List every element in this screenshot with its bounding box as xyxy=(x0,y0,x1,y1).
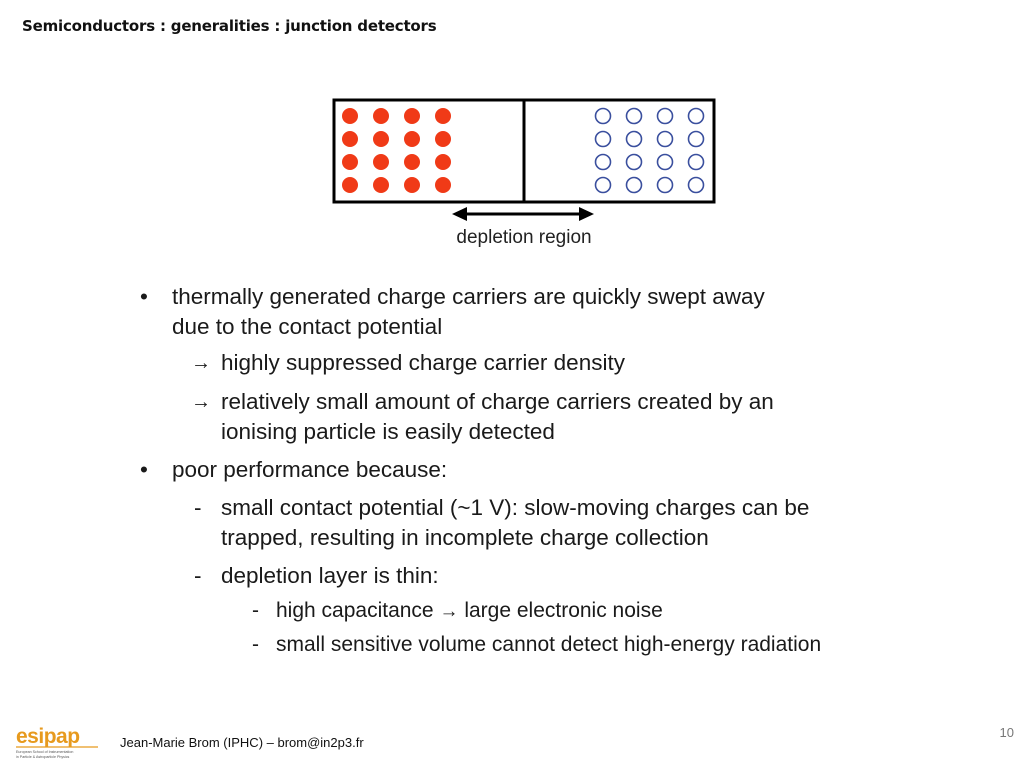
page-number: 10 xyxy=(999,725,1014,740)
footer-author: Jean-Marie Brom (IPHC) – brom@in2p3.fr xyxy=(120,735,364,750)
hole-carrier-dot xyxy=(342,177,358,193)
logo-subtitle-2: in Particle & Astroparticle Physics xyxy=(16,755,70,759)
item-1-part-a: high capacitance xyxy=(276,599,434,622)
depletion-label: depletion region xyxy=(456,227,591,248)
dash-marker: - xyxy=(194,563,202,588)
bullet-2-sub-1-line-2: trapped, resulting in incomplete charge … xyxy=(221,525,709,550)
bullet-marker: • xyxy=(140,457,148,482)
logo-subtitle-1: European School of Instrumentation xyxy=(16,750,73,754)
electron-carrier-dot xyxy=(687,153,705,171)
p-side-filled-dots xyxy=(342,108,451,193)
hole-carrier-dot xyxy=(404,177,420,193)
electron-carrier-dot xyxy=(656,153,674,171)
electron-carrier-dot xyxy=(687,130,705,148)
electron-carrier-dot xyxy=(594,130,612,148)
hole-carrier-dot xyxy=(373,154,389,170)
bullet-1-sub-2-line-1: relatively small amount of charge carrie… xyxy=(221,389,774,414)
electron-carrier-dot xyxy=(687,176,705,194)
dash-marker: - xyxy=(194,495,202,520)
bullet-2-sub-2-item-2: small sensitive volume cannot detect hig… xyxy=(276,633,822,656)
bullet-1-sub-2-line-2: ionising particle is easily detected xyxy=(221,419,555,444)
hole-carrier-dot xyxy=(373,177,389,193)
electron-carrier-dot xyxy=(625,176,643,194)
esipap-logo: esipap European School of Instrumentatio… xyxy=(14,722,100,762)
electron-carrier-dot xyxy=(656,107,674,125)
arrow-marker: → xyxy=(191,352,211,374)
hole-carrier-dot xyxy=(342,131,358,147)
arrow-marker: → xyxy=(191,391,211,413)
bullet-2-sub-1-line-1: small contact potential (~1 V): slow-mov… xyxy=(221,495,810,520)
hole-carrier-dot xyxy=(435,131,451,147)
electron-carrier-dot xyxy=(687,107,705,125)
hole-carrier-dot xyxy=(342,154,358,170)
bullet-2-line-1: poor performance because: xyxy=(172,457,448,482)
hole-carrier-dot xyxy=(373,108,389,124)
n-side-hollow-dots xyxy=(594,107,705,194)
bullet-1-sub-1: highly suppressed charge carrier density xyxy=(221,350,625,375)
arrow-icon: → xyxy=(439,601,459,622)
bullet-2-sub-2-item-1: high capacitance → large electronic nois… xyxy=(276,596,663,627)
slide-title: Semiconductors : generalities : junction… xyxy=(22,17,437,35)
hole-carrier-dot xyxy=(342,108,358,124)
electron-carrier-dot xyxy=(656,130,674,148)
electron-carrier-dot xyxy=(625,153,643,171)
logo-text: esipap xyxy=(16,725,80,748)
hole-carrier-dot xyxy=(404,108,420,124)
hole-carrier-dot xyxy=(435,108,451,124)
hole-carrier-dot xyxy=(404,131,420,147)
item-1-part-b: large electronic noise xyxy=(464,599,663,622)
hole-carrier-dot xyxy=(435,154,451,170)
electron-carrier-dot xyxy=(625,107,643,125)
electron-carrier-dot xyxy=(625,130,643,148)
bullet-2-sub-2: depletion layer is thin: xyxy=(221,563,439,588)
bullet-1-line-2: due to the contact potential xyxy=(172,314,443,339)
dash-marker: - xyxy=(252,599,259,622)
esipap-logo-graphic: esipap European School of Instrumentatio… xyxy=(16,725,98,759)
hole-carrier-dot xyxy=(404,154,420,170)
dash-marker: - xyxy=(252,633,259,656)
bullet-marker: • xyxy=(140,284,148,309)
hole-carrier-dot xyxy=(435,177,451,193)
depletion-arrow xyxy=(452,207,594,221)
electron-carrier-dot xyxy=(594,176,612,194)
electron-carrier-dot xyxy=(594,107,612,125)
bullet-1-line-1: thermally generated charge carriers are … xyxy=(172,284,765,309)
electron-carrier-dot xyxy=(594,153,612,171)
junction-diagram: depletion region xyxy=(332,98,716,248)
hole-carrier-dot xyxy=(373,131,389,147)
electron-carrier-dot xyxy=(656,176,674,194)
